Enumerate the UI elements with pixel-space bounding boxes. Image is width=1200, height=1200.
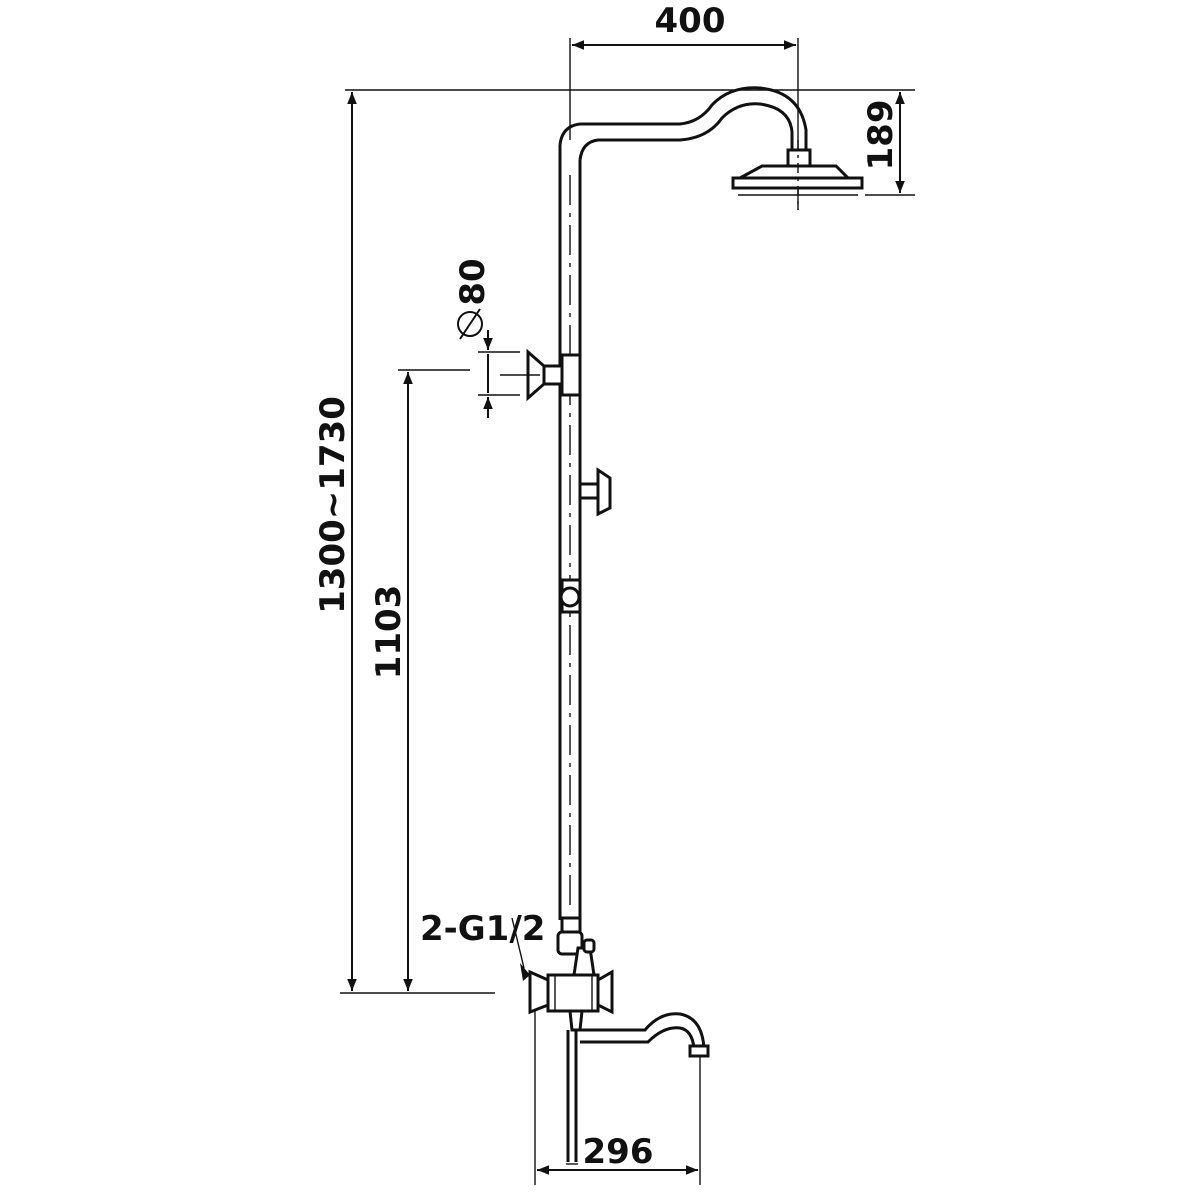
shower-riser bbox=[558, 86, 808, 920]
diameter-icon bbox=[457, 308, 483, 340]
dimension-total-height-label: 1300~1730 bbox=[313, 396, 353, 614]
dimension-holder-diameter: 80 bbox=[453, 258, 520, 418]
dimension-holder-height: 1103 bbox=[369, 369, 470, 991]
wall-bracket bbox=[578, 467, 612, 517]
inlet-label: 2-G1/2 bbox=[420, 909, 545, 949]
dimension-holder-diameter-label: 80 bbox=[453, 258, 493, 305]
dimension-head-height: 189 bbox=[345, 89, 915, 196]
dimension-holder-height-label: 1103 bbox=[369, 585, 409, 680]
dimension-base-width-label: 296 bbox=[583, 1132, 654, 1172]
inlet-callout: 2-G1/2 bbox=[420, 909, 545, 981]
dimension-head-width-label: 400 bbox=[655, 1, 726, 41]
dimension-base-width: 296 bbox=[534, 1010, 701, 1185]
shower-head bbox=[731, 140, 864, 210]
mixer-valve bbox=[528, 916, 614, 1032]
height-clamp bbox=[559, 578, 582, 614]
bath-spout bbox=[580, 1012, 710, 1058]
hand-shower-holder bbox=[500, 348, 582, 402]
dimension-head-height-label: 189 bbox=[861, 100, 901, 171]
dimension-head-width: 400 bbox=[569, 1, 799, 210]
dimension-total-height: 1300~1730 bbox=[313, 92, 495, 994]
shower-hose bbox=[566, 1030, 578, 1165]
